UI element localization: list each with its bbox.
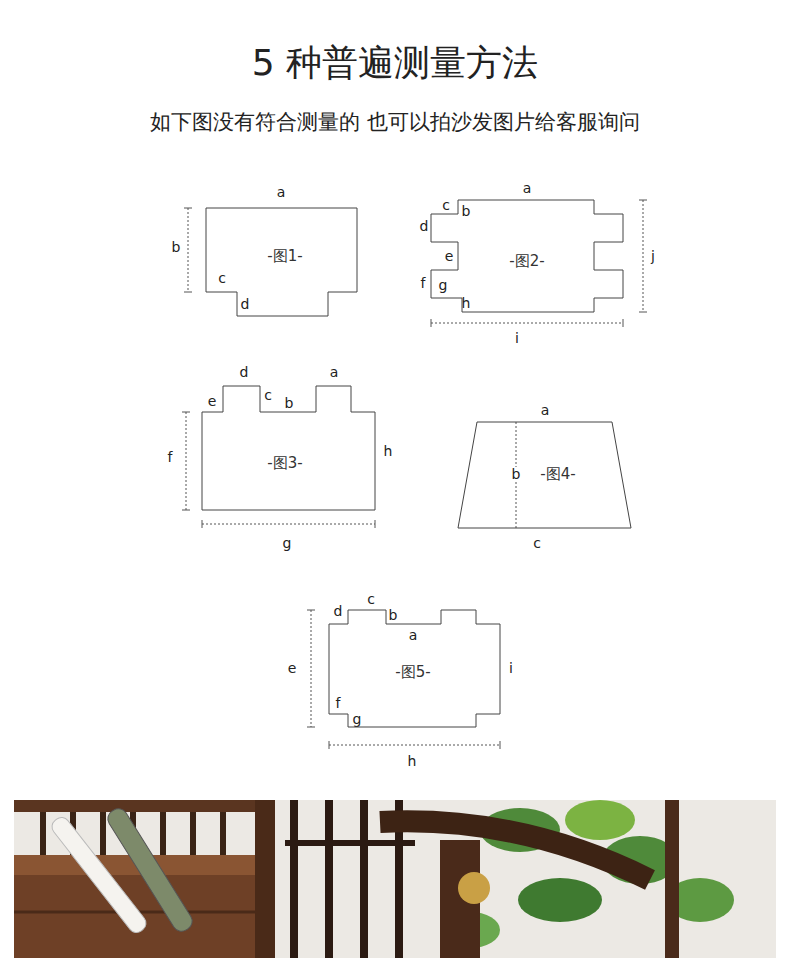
dimension-letter: i (508, 661, 514, 675)
chair-arm (380, 821, 650, 880)
dimension-line (643, 200, 644, 312)
lattice-bar (290, 800, 298, 958)
dimension-line (186, 412, 187, 510)
dimension-letter: b (284, 396, 295, 410)
bench-post (255, 800, 275, 958)
dimension-letter: f (335, 696, 342, 710)
dimension-letter: g (438, 278, 449, 292)
tick (182, 412, 190, 413)
tick (202, 520, 203, 528)
dimension-lines (186, 200, 643, 745)
dimension-letter: c (532, 536, 542, 550)
bench-body (14, 875, 274, 958)
subtitle-note: 如下图没有符合测量的 也可以拍沙发图片给客服询问 (150, 112, 640, 133)
tick (184, 208, 192, 209)
dimension-letter: c (217, 271, 227, 285)
dimension-letter: d (419, 219, 430, 233)
lattice-bar (220, 812, 226, 857)
shape-figure: -图3- (202, 386, 375, 510)
tick (182, 510, 190, 511)
shape-figure: -图1- (206, 208, 357, 316)
dimension-line (431, 323, 623, 324)
lattice-bar (160, 812, 166, 857)
tick (184, 292, 192, 293)
dimension-letter: d (333, 604, 344, 618)
dimension-letter: f (167, 450, 174, 464)
page-title: 5 种普遍测量方法 (252, 45, 538, 81)
dimension-letter: b (511, 467, 522, 481)
lattice-rail (285, 840, 415, 846)
dimension-letter: c (263, 388, 273, 402)
dimension-letter: g (282, 536, 293, 550)
lattice-bar (325, 800, 333, 958)
lattice-bar (40, 812, 46, 857)
tick (639, 312, 647, 313)
leaf (518, 878, 602, 922)
shape-outline (329, 610, 500, 727)
tick (623, 319, 624, 327)
tick (375, 520, 376, 528)
dimension-line (329, 745, 500, 746)
tick (307, 727, 315, 728)
shape-figure: -图2- (431, 200, 623, 312)
dimension-letter: a (540, 403, 551, 417)
dimension-letter: b (171, 240, 182, 254)
tick (329, 741, 330, 749)
dimension-letter: e (207, 394, 218, 408)
drawer-line (14, 911, 274, 914)
lattice-bar (100, 812, 106, 857)
figure-label: -图5- (394, 665, 431, 680)
dimension-letter: c (366, 592, 376, 606)
dimension-letter: h (383, 444, 394, 458)
figure-label: -图4- (539, 467, 576, 482)
shape-outline (206, 208, 357, 316)
dimension-letter: e (287, 661, 298, 675)
dimension-line (188, 208, 189, 292)
lattice-rail (14, 800, 269, 812)
lattice-bar (190, 812, 196, 857)
dimension-letter: a (276, 185, 287, 199)
dimension-letter: b (388, 608, 399, 622)
dimension-line (311, 610, 312, 727)
shape-outline-svg (202, 386, 375, 510)
lattice-bar (360, 800, 368, 958)
shape-outline (431, 200, 623, 312)
dimension-ticks (182, 200, 647, 749)
dimension-letter: e (444, 249, 455, 263)
figure-label: -图1- (266, 249, 303, 264)
figure-label: -图3- (266, 456, 303, 471)
dimension-letter: c (441, 198, 451, 212)
shape-figure: -图5- (329, 610, 500, 727)
photo-ground (14, 800, 776, 958)
tick (307, 610, 315, 611)
shape-outline (458, 422, 631, 528)
dimension-letter: g (352, 712, 363, 726)
tick (639, 200, 647, 201)
dimension-line (202, 524, 375, 525)
shape-outline (202, 386, 375, 510)
dimension-letter: h (407, 754, 418, 768)
scroll (104, 805, 195, 934)
dimension-letter: j (650, 249, 656, 263)
figure-label: -图2- (508, 254, 545, 269)
furniture-photo (14, 800, 776, 958)
leaf (565, 800, 635, 840)
brass-cap (458, 872, 490, 904)
dimension-letter: a (329, 365, 340, 379)
dimension-letter: f (420, 276, 427, 290)
tick (500, 741, 501, 749)
dimension-letter: a (408, 628, 419, 642)
frame-post (665, 800, 679, 958)
dimension-letter: d (240, 297, 251, 311)
dimension-letter: a (522, 181, 533, 195)
dimension-letter: b (461, 204, 472, 218)
shape-figure: -图4- (458, 422, 631, 528)
tick (431, 319, 432, 327)
dimension-letter: d (239, 365, 250, 379)
dimension-letter: i (514, 331, 520, 345)
